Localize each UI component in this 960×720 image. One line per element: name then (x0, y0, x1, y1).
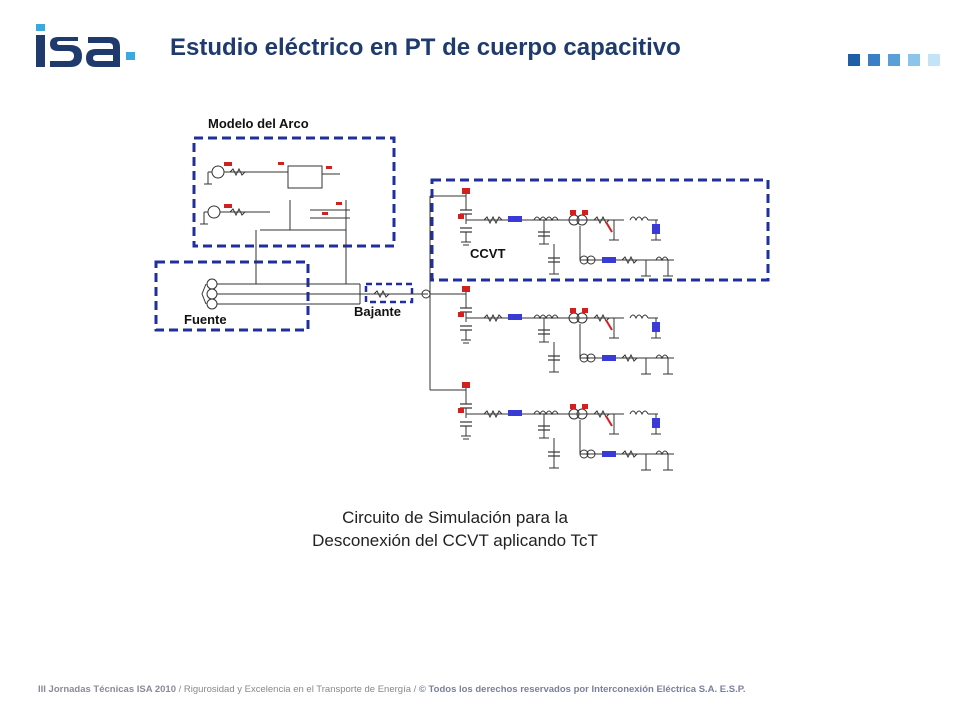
circuit-svg: Modelo del Arco Fuente (154, 116, 770, 471)
arc-model-circuit (200, 165, 350, 231)
caption-line-2: Desconexión del CCVT aplicando TcT (312, 531, 598, 550)
source-circuit (201, 278, 364, 310)
ccvt-unit-2 (457, 285, 675, 375)
arc-model-label: Modelo del Arco (208, 116, 309, 131)
footer-event: III Jornadas Técnicas ISA 2010 (38, 684, 176, 695)
decorative-squares (848, 54, 940, 66)
ccvt-unit-3 (457, 381, 675, 471)
footer-slogan: / Rigurosidad y Excelencia en el Transpo… (176, 684, 419, 695)
footer: III Jornadas Técnicas ISA 2010 / Riguros… (38, 684, 746, 695)
downlead-box (364, 282, 414, 304)
circuit-diagram: Modelo del Arco Fuente (150, 100, 780, 480)
figure-caption: Circuito de Simulación para la Desconexi… (220, 506, 690, 552)
isa-logo (36, 24, 135, 67)
square-icon (848, 54, 860, 66)
page-title: Estudio eléctrico en PT de cuerpo capaci… (170, 34, 681, 61)
footer-rights: © Todos los derechos reservados por Inte… (418, 684, 746, 695)
arc-model-box (192, 136, 396, 248)
caption-line-1: Circuito de Simulación para la (342, 508, 568, 527)
square-icon (908, 54, 920, 66)
ccvt-box (430, 178, 770, 282)
source-label: Fuente (184, 312, 227, 327)
connection-wires (255, 195, 466, 391)
downlead-label: Bajante (354, 304, 401, 319)
square-icon (868, 54, 880, 66)
ccvt-unit-1 (457, 187, 675, 277)
source-box (154, 260, 310, 332)
square-icon (888, 54, 900, 66)
ccvt-label: CCVT (470, 246, 505, 261)
square-icon (928, 54, 940, 66)
